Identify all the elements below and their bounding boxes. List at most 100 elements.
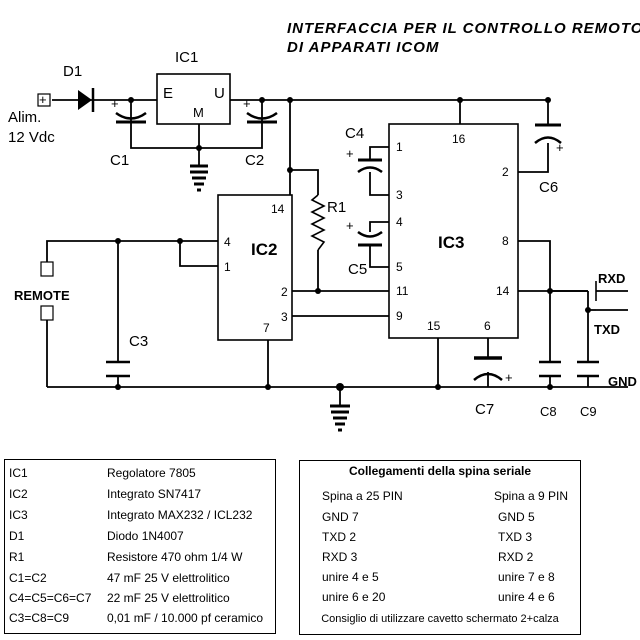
serial-left-header: Spina a 25 PIN	[322, 489, 403, 503]
remote-connector: REMOTE	[14, 261, 70, 321]
plus-sign: +	[39, 92, 47, 107]
legend-desc: 0,01 mF / 10.000 pf ceramico	[107, 611, 264, 625]
ic1-pin-e: E	[163, 85, 173, 102]
serial-right-cell: TXD 3	[498, 530, 533, 544]
serial-left-cell: unire 6 e 20	[322, 590, 386, 604]
capacitor-c6: + C6	[534, 123, 564, 196]
svg-text:+: +	[505, 370, 513, 385]
svg-text:1: 1	[396, 140, 403, 154]
svg-text:14: 14	[271, 202, 285, 216]
svg-text:14: 14	[496, 284, 510, 298]
capacitor-c8: C8	[539, 360, 561, 419]
legend-row: D1 Diodo 1N4007	[9, 529, 273, 545]
power-input: + Alim. 12 Vdc	[8, 92, 55, 146]
legend-ref: IC1	[9, 466, 28, 480]
ground-icon-top	[190, 164, 208, 192]
c3-label: C3	[129, 333, 148, 350]
legend-row: IC1 Regolatore 7805	[9, 466, 273, 482]
legend-row: C1=C2 47 mF 25 V elettrolitico	[9, 571, 273, 587]
legend-desc: Regolatore 7805	[107, 466, 196, 480]
svg-text:3: 3	[281, 310, 288, 324]
ic3-chip: IC3 1 3 4 5 11 9 16 2 8 14 15 6	[388, 123, 519, 339]
serial-title: Collegamenti della spina seriale	[348, 464, 532, 478]
svg-text:+: +	[243, 96, 251, 111]
svg-text:7: 7	[263, 321, 270, 335]
svg-text:+: +	[346, 218, 354, 233]
legend-row: C3=C8=C9 0,01 mF / 10.000 pf ceramico	[9, 611, 273, 627]
capacitor-c7: + C7	[473, 356, 513, 418]
capacitor-c1: + C1	[110, 96, 147, 169]
c2-label: C2	[245, 152, 264, 169]
serial-left-cell: TXD 2	[322, 530, 357, 544]
gnd-label: GND	[608, 374, 637, 389]
serial-note: Consiglio di utilizzare cavetto schermat…	[321, 613, 559, 625]
ic1-pin-m: M	[193, 105, 204, 120]
alim-label-1: Alim.	[8, 109, 41, 126]
svg-text:+: +	[346, 146, 354, 161]
serial-row: RXD 3 RXD 2	[300, 550, 580, 566]
ic3-label: IC3	[438, 233, 464, 252]
serial-left-cell: unire 4 e 5	[322, 570, 379, 584]
c1-label: C1	[110, 152, 129, 169]
ic2-label: IC2	[251, 240, 277, 259]
ic2-chip: IC2 14 4 1 2 3 7	[217, 194, 293, 341]
serial-left-cell: RXD 3	[322, 550, 358, 564]
svg-text:4: 4	[224, 235, 231, 249]
svg-text:9: 9	[396, 309, 403, 323]
r1-label: R1	[327, 199, 346, 216]
capacitor-c4: + C4	[345, 125, 383, 174]
rxd-label: RXD	[598, 271, 625, 286]
serial-right-cell: unire 4 e 6	[498, 590, 555, 604]
serial-row: unire 4 e 5 unire 7 e 8	[300, 570, 580, 586]
serial-right-cell: GND 5	[498, 510, 535, 524]
ground-icon-bottom	[330, 404, 350, 432]
serial-terminals: RXD TXD GND	[594, 271, 637, 389]
c6-label: C6	[539, 179, 558, 196]
svg-text:4: 4	[396, 215, 403, 229]
serial-row: unire 6 e 20 unire 4 e 6	[300, 590, 580, 606]
legend-desc: 47 mF 25 V elettrolitico	[107, 571, 230, 585]
legend-desc: Diodo 1N4007	[107, 529, 184, 543]
svg-text:1: 1	[224, 260, 231, 274]
capacitor-c9: C9	[577, 360, 599, 419]
legend-row: C4=C5=C6=C7 22 mF 25 V elettrolitico	[9, 591, 273, 607]
svg-text:8: 8	[502, 234, 509, 248]
legend-row: R1 Resistore 470 ohm 1/4 W	[9, 550, 273, 566]
alim-label-2: 12 Vdc	[8, 129, 55, 146]
svg-text:11: 11	[396, 284, 409, 298]
wires	[46, 99, 628, 406]
remote-label: REMOTE	[14, 288, 70, 303]
ic1-regulator: IC1 E M U	[156, 49, 231, 125]
legend-desc: Resistore 470 ohm 1/4 W	[107, 550, 243, 564]
legend-desc: 22 mF 25 V elettrolitico	[107, 591, 230, 605]
ic1-label: IC1	[175, 49, 198, 66]
d1-label: D1	[63, 63, 82, 80]
svg-text:5: 5	[396, 260, 403, 274]
serial-row: GND 7 GND 5	[300, 510, 580, 526]
svg-text:2: 2	[502, 165, 509, 179]
serial-row: TXD 2 TXD 3	[300, 530, 580, 546]
legend-desc: Integrato MAX232 / ICL232	[107, 508, 253, 522]
legend-desc: Integrato SN7417	[107, 487, 202, 501]
legend-ref: C1=C2	[9, 571, 47, 585]
c7-label: C7	[475, 401, 494, 418]
capacitor-c5: + C5	[346, 218, 383, 278]
legend-ref: IC3	[9, 508, 28, 522]
svg-text:15: 15	[427, 319, 441, 333]
serial-right-cell: RXD 2	[498, 550, 534, 564]
capacitor-c2: + C2	[243, 96, 278, 169]
svg-text:2: 2	[281, 285, 288, 299]
legend-row: IC3 Integrato MAX232 / ICL232	[9, 508, 273, 524]
title-line2: DI APPARATI ICOM	[287, 39, 439, 56]
capacitor-c3: C3	[106, 333, 148, 378]
diode-d1: D1	[63, 63, 95, 112]
serial-connections-box: Collegamenti della spina seriale Spina a…	[299, 460, 581, 635]
c4-label: C4	[345, 125, 364, 142]
svg-text:+: +	[111, 96, 119, 111]
svg-text:16: 16	[452, 132, 466, 146]
legend-row: IC2 Integrato SN7417	[9, 487, 273, 503]
c9-label: C9	[580, 404, 597, 419]
legend-ref: IC2	[9, 487, 28, 501]
serial-right-header: Spina a 9 PIN	[494, 489, 569, 503]
